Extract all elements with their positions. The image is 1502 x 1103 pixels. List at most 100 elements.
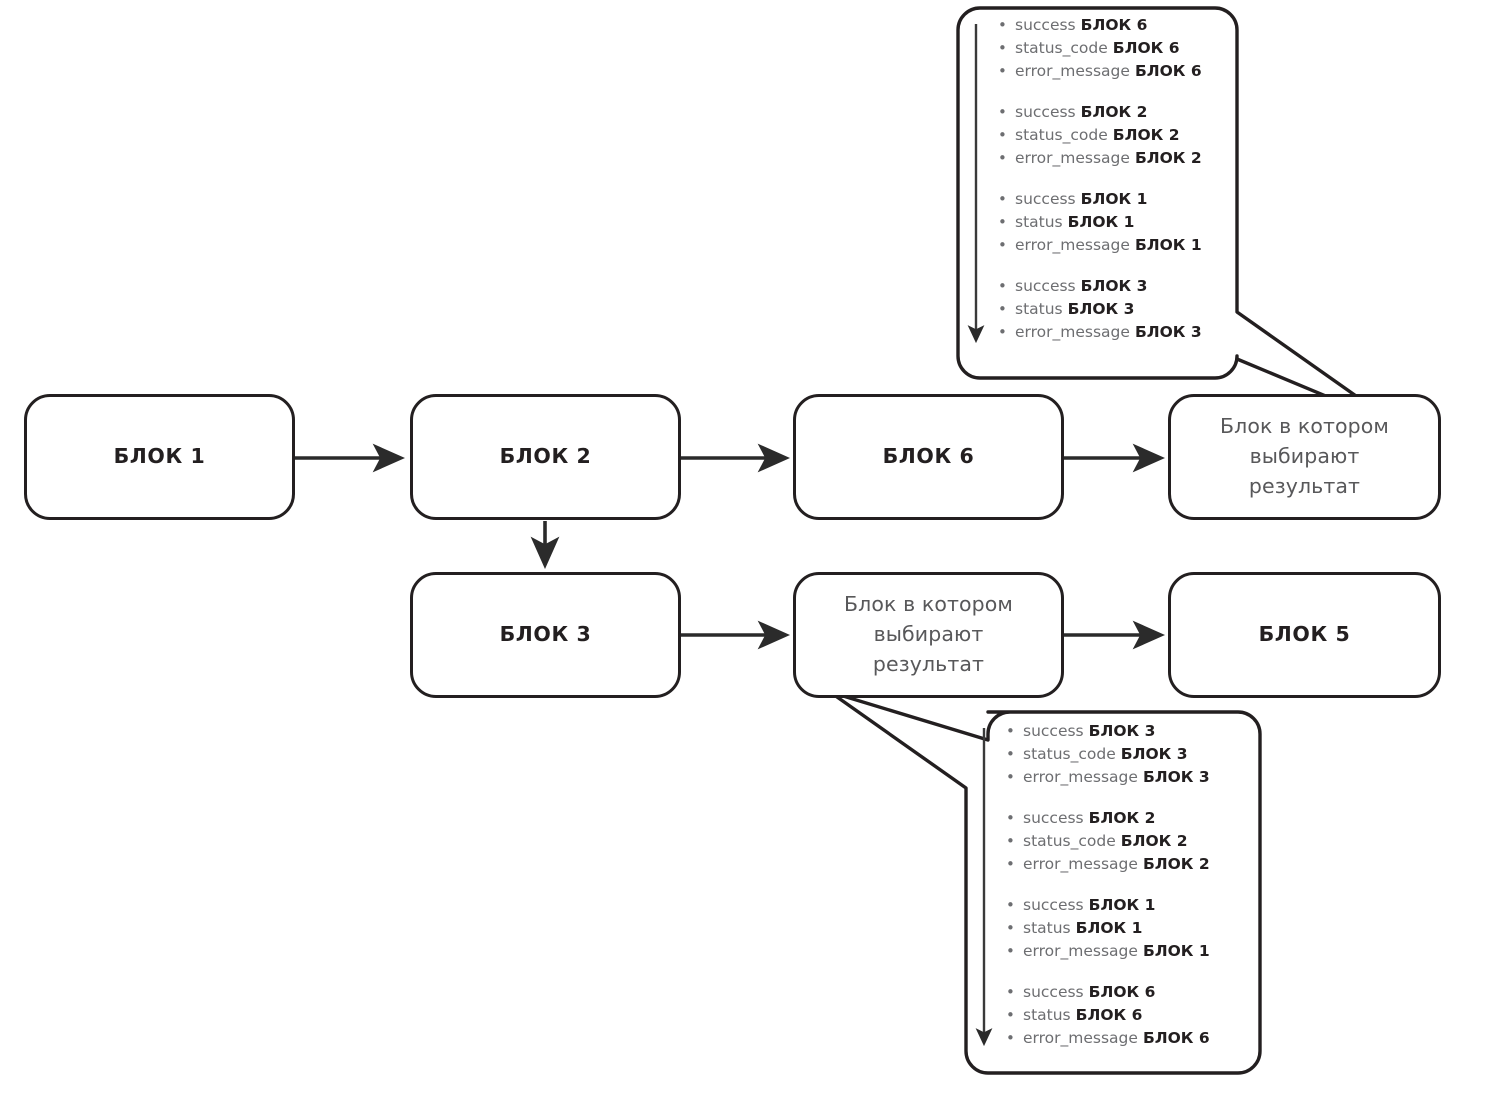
callout-field-name: error_message [1023,768,1138,786]
bullet-icon: • [998,16,1007,34]
bullet-icon: • [998,103,1007,121]
callout-bottom-shape [828,690,1262,1075]
node-result-top-label: Блок в котором выбирают результат [1219,414,1390,498]
node-block1-label: БЛОК 1 [113,444,206,469]
bullet-icon: • [1006,942,1015,960]
bullet-icon: • [1006,896,1015,914]
callout-block-name: БЛОК 1 [1142,942,1210,960]
callout-field-name: error_message [1023,1029,1138,1047]
callout-field-name: status [1015,300,1063,318]
bullet-icon: • [1006,1029,1015,1047]
bullet-icon: • [1006,722,1015,740]
node-result-top[interactable]: Блок в котором выбирают результат [1168,394,1441,520]
callout-block-name: БЛОК 6 [1142,1029,1210,1047]
callout-block-name: БЛОК 2 [1080,103,1148,121]
callout-field-name: status [1023,919,1071,937]
bullet-icon: • [998,126,1007,144]
bullet-icon: • [1006,768,1015,786]
callout-block-name: БЛОК 1 [1088,896,1156,914]
node-block5-label: БЛОК 5 [1258,622,1351,647]
bullet-icon: • [1006,983,1015,1001]
bullet-icon: • [998,39,1007,57]
callout-field-name: success [1015,16,1076,34]
callout-field-name: success [1023,983,1084,1001]
node-result-bottom-label: Блок в котором выбирают результат [843,592,1014,676]
callout-field-name: status_code [1023,832,1116,850]
callout-field-name: success [1023,809,1084,827]
callout-field-name: status_code [1015,39,1108,57]
callout-block-name: БЛОК 6 [1075,1006,1143,1024]
bullet-icon: • [998,149,1007,167]
callout-field-name: success [1023,896,1084,914]
node-block2-label: БЛОК 2 [499,444,592,469]
bullet-icon: • [998,190,1007,208]
callout-field-name: success [1015,103,1076,121]
callout-block-name: БЛОК 6 [1134,62,1202,80]
bullet-icon: • [1006,809,1015,827]
node-block2[interactable]: БЛОК 2 [410,394,681,520]
node-block5[interactable]: БЛОК 5 [1168,572,1441,698]
callout-block-name: БЛОК 1 [1134,236,1202,254]
callout-field-name: success [1015,190,1076,208]
node-block6[interactable]: БЛОК 6 [793,394,1064,520]
callout-block-name: БЛОК 6 [1080,16,1148,34]
bullet-icon: • [998,277,1007,295]
callout-block-name: БЛОК 2 [1112,126,1180,144]
bullet-icon: • [1006,745,1015,763]
node-block6-label: БЛОК 6 [882,444,975,469]
callout-field-name: status [1023,1006,1071,1024]
callout-field-name: error_message [1015,62,1130,80]
bullet-icon: • [1006,1006,1015,1024]
bullet-icon: • [1006,855,1015,873]
node-block3-label: БЛОК 3 [499,622,592,647]
callout-block-name: БЛОК 3 [1080,277,1148,295]
bullet-icon: • [1006,832,1015,850]
bullet-icon: • [998,62,1007,80]
callout-field-name: error_message [1015,236,1130,254]
callout-block-name: БЛОК 3 [1067,300,1135,318]
bullet-icon: • [998,300,1007,318]
callout-block-name: БЛОК 6 [1088,983,1156,1001]
node-block3[interactable]: БЛОК 3 [410,572,681,698]
callout-block-name: БЛОК 2 [1142,855,1210,873]
callout-field-name: status_code [1015,126,1108,144]
callout-field-name: status [1015,213,1063,231]
callout-block-name: БЛОК 3 [1088,722,1156,740]
callout-block-name: БЛОК 3 [1142,768,1210,786]
callout-block-name: БЛОК 1 [1075,919,1143,937]
callout-block-name: БЛОК 2 [1088,809,1156,827]
callout-top-shape [956,6,1402,429]
node-result-bottom[interactable]: Блок в котором выбирают результат [793,572,1064,698]
callout-field-name: success [1015,277,1076,295]
node-block1[interactable]: БЛОК 1 [24,394,295,520]
